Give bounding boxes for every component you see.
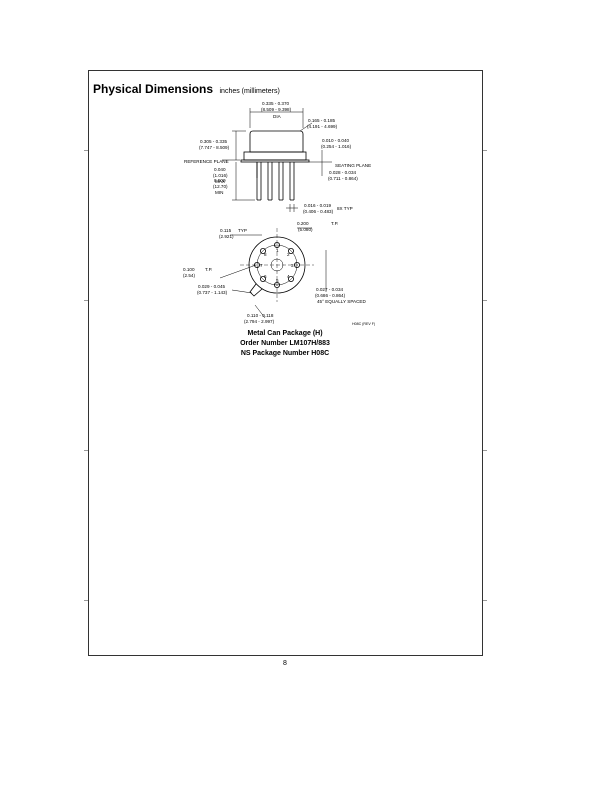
orientation-tab bbox=[249, 283, 263, 297]
dim-label: T.P. bbox=[331, 221, 338, 226]
dim-label: T.P. bbox=[205, 267, 212, 272]
caption-package: Metal Can Package (H) bbox=[247, 330, 323, 337]
margin-tick bbox=[483, 450, 487, 451]
margin-tick bbox=[483, 150, 487, 151]
dim-label: (2.794 - 2.997) bbox=[244, 319, 275, 324]
dim-label: (0.406 - 0.483) bbox=[303, 209, 334, 214]
dim-label: 0.010 - 0.040 bbox=[322, 138, 350, 143]
pin-number: 7 bbox=[260, 263, 263, 268]
dim-label: 0.200 bbox=[297, 221, 309, 226]
top-view-labels: 0.115 (2.921) TYP 0.200 (5.080) T.P. 0.1… bbox=[183, 221, 366, 324]
dim-label: SEATING PLANE bbox=[335, 163, 371, 168]
dim-label: (12.70) bbox=[213, 184, 228, 189]
dim-label: 0.110 - 0.118 bbox=[247, 313, 274, 318]
dim-label: 0.016 - 0.019 bbox=[304, 203, 332, 208]
pin-number: 5 bbox=[276, 278, 279, 283]
dim-label: DIA bbox=[273, 114, 282, 119]
dim-label: (2.921) bbox=[219, 234, 234, 239]
dim-label: (8.509 - 9.398) bbox=[261, 107, 292, 112]
pin-number: 3 bbox=[291, 263, 294, 268]
dim-label: (2.54) bbox=[183, 273, 195, 278]
dim-label: (5.080) bbox=[298, 227, 313, 232]
can-body bbox=[249, 130, 304, 153]
dim-label: 0.040 bbox=[214, 167, 226, 172]
pin-number: 2 bbox=[287, 252, 290, 257]
dim-label: (1.016) bbox=[213, 173, 228, 178]
page-number: 8 bbox=[283, 660, 287, 667]
dim-label: TYP bbox=[238, 228, 247, 233]
dim-label: (4.191 - 4.699) bbox=[307, 124, 338, 129]
dim-label: MIN bbox=[215, 190, 223, 195]
pin bbox=[259, 247, 266, 254]
dim-label: 8X TYP bbox=[337, 206, 353, 211]
dim-label: 0.500 bbox=[214, 178, 226, 183]
heading-title: Physical Dimensions bbox=[93, 82, 214, 96]
dim-label: 0.027 - 0.034 bbox=[316, 287, 344, 292]
pin bbox=[287, 275, 294, 282]
package-caption: Metal Can Package (H) Order Number LM107… bbox=[200, 329, 370, 359]
dim-label: 0.100 bbox=[183, 267, 195, 272]
caption-ns-package: NS Package Number H08C bbox=[240, 350, 330, 357]
dim-label: (0.254 - 1.016) bbox=[321, 144, 352, 149]
dim-label: 0.335 - 0.370 bbox=[262, 101, 290, 106]
side-view-labels: 0.335 - 0.370 (8.509 - 9.398) DIA 0.305 … bbox=[184, 101, 371, 214]
margin-tick bbox=[84, 600, 88, 601]
pin bbox=[287, 247, 294, 254]
dim-label: (0.711 - 0.864) bbox=[328, 176, 358, 181]
pin-number: 4 bbox=[287, 274, 290, 279]
section-heading: Physical Dimensions inches (millimeters) bbox=[93, 80, 280, 98]
dim-label: 0.029 - 0.045 bbox=[198, 284, 226, 289]
dim-label: REFERENCE PLANE bbox=[184, 159, 229, 164]
dim-label: (0.686 - 0.864) bbox=[315, 293, 346, 298]
dim-label: MAX bbox=[215, 179, 225, 184]
pin-number: 8 bbox=[264, 252, 267, 257]
pin-number: 1 bbox=[276, 248, 279, 253]
margin-tick bbox=[84, 450, 88, 451]
margin-tick bbox=[483, 300, 487, 301]
margin-tick bbox=[84, 300, 88, 301]
drawing-code: H08C (REV F) bbox=[352, 322, 375, 326]
margin-tick bbox=[84, 150, 88, 151]
package-drawing: 0.335 - 0.370 (8.509 - 9.398) DIA 0.305 … bbox=[183, 101, 375, 326]
dim-label: 0.305 - 0.335 bbox=[200, 139, 228, 144]
heading-units: inches (millimeters) bbox=[219, 88, 280, 95]
pin-number: 6 bbox=[264, 274, 267, 279]
dim-label: (7.747 - 8.509) bbox=[199, 145, 230, 150]
caption-order-number: Order Number LM107H/883 bbox=[240, 340, 330, 347]
dim-label: 45° EQUALLY SPACED bbox=[317, 299, 366, 304]
side-view bbox=[222, 108, 332, 212]
top-view bbox=[219, 227, 327, 319]
pin-number-labels: 1 2 3 4 5 6 7 8 bbox=[260, 248, 294, 283]
dim-label: 0.028 - 0.034 bbox=[329, 170, 357, 175]
page-frame bbox=[88, 70, 483, 656]
dim-label: (0.737 - 1.143) bbox=[197, 290, 228, 295]
margin-tick bbox=[483, 600, 487, 601]
pin bbox=[259, 275, 266, 282]
can-flange bbox=[243, 151, 307, 161]
dim-label: 0.165 - 0.185 bbox=[308, 118, 336, 123]
dim-label: 0.115 bbox=[220, 228, 232, 233]
seating-flange bbox=[240, 159, 310, 163]
